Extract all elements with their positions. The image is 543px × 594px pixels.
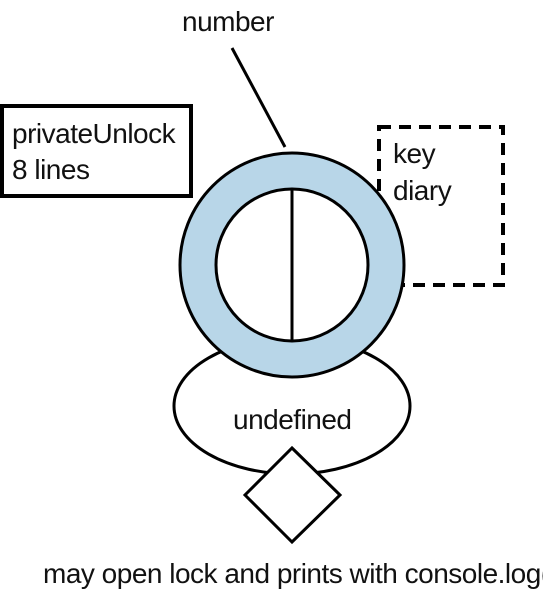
function-name-label: privateUnlock [12,118,177,149]
effect-caption: may open lock and prints with console.lo… [43,558,543,589]
function-lines-label: 8 lines [12,154,89,185]
function-info-box [0,104,193,198]
effect-diamond [242,445,343,545]
return-value-label: undefined [233,404,352,435]
scope-diary-label: diary [393,175,452,206]
number-label: number [182,6,274,37]
number-connector-line [230,47,287,148]
scope-key-label: key [393,138,436,169]
